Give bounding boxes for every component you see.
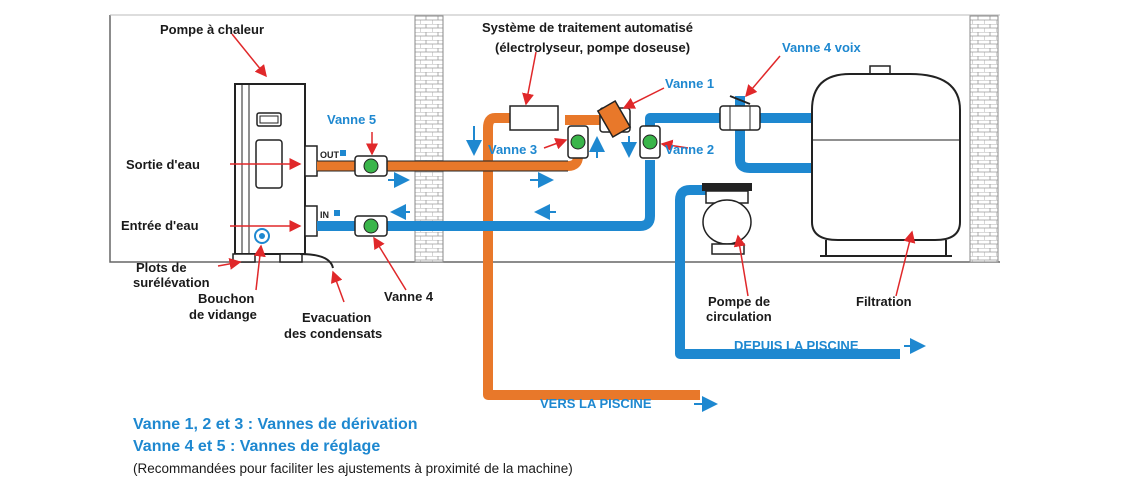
valve-2 <box>639 125 661 159</box>
legend-line-1: Vanne 1, 2 et 3 : Vannes de dérivation <box>133 416 418 433</box>
treatment-system-box <box>509 105 559 131</box>
label-from-pool: DEPUIS LA PISCINE <box>734 338 859 353</box>
valve-5 <box>354 155 388 177</box>
pointer-arrows <box>217 33 916 303</box>
label-valve-3: Vanne 3 <box>488 142 537 157</box>
label-valve-4: Vanne 4 <box>384 289 434 304</box>
label-pump-1: Pompe de <box>708 294 770 309</box>
label-treatment-2: (électrolyseur, pompe doseuse) <box>495 40 690 55</box>
label-condensate-1: Evacuation <box>302 310 371 325</box>
label-filtration: Filtration <box>856 294 912 309</box>
circulation-pump <box>702 183 752 255</box>
raise-foot <box>232 253 256 263</box>
out-tag: OUT <box>320 150 340 160</box>
label-water-out: Sortie d'eau <box>126 157 200 172</box>
valve-1 <box>596 99 632 139</box>
legend-line-3: (Recommandées pour faciliter les ajustem… <box>133 461 573 476</box>
flow-arrows <box>388 126 926 412</box>
label-raise-feet-2: surélévation <box>133 275 210 290</box>
cold-pipe <box>317 96 900 359</box>
label-to-pool: VERS LA PISCINE <box>540 396 652 411</box>
label-drain-plug-1: Bouchon <box>198 291 254 306</box>
label-treatment-1: Système de traitement automatisé <box>482 20 693 35</box>
condensate-drain <box>299 253 334 269</box>
valve-4 <box>354 215 388 237</box>
label-drain-plug-2: de vidange <box>189 307 257 322</box>
label-four-way-valve: Vanne 4 voix <box>782 40 862 55</box>
valve-3 <box>567 125 589 159</box>
four-way-valve <box>719 95 761 131</box>
label-valve-5: Vanne 5 <box>327 112 376 127</box>
label-raise-feet-1: Plots de <box>136 260 187 275</box>
building-outline <box>109 14 1000 263</box>
label-water-in: Entrée d'eau <box>121 218 199 233</box>
label-heat-pump: Pompe à chaleur <box>160 22 264 37</box>
label-condensate-2: des condensats <box>284 326 382 341</box>
label-valve-1: Vanne 1 <box>665 76 714 91</box>
label-pump-2: circulation <box>706 309 772 324</box>
in-tag: IN <box>320 210 329 220</box>
raise-foot <box>279 253 303 263</box>
filtration-tank <box>811 65 961 257</box>
brick-wall-right <box>969 15 999 263</box>
legend-line-2: Vanne 4 et 5 : Vannes de réglage <box>133 438 381 455</box>
label-valve-2: Vanne 2 <box>665 142 714 157</box>
